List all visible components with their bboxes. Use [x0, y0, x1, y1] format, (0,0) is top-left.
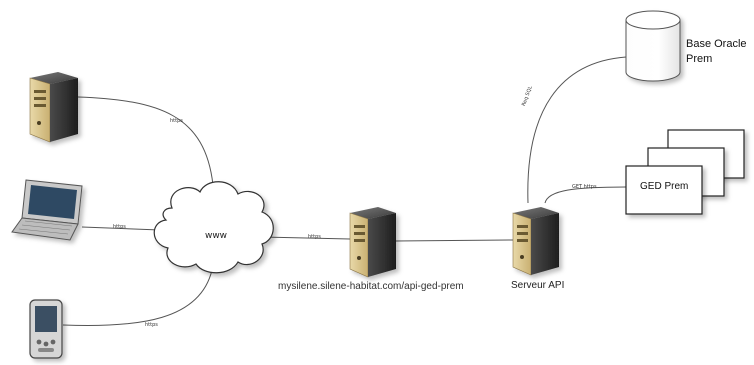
connections: [62, 56, 627, 327]
server-icon: [29, 72, 78, 143]
api-server-label: Serveur API: [511, 280, 565, 291]
link-proxy-api: [394, 239, 514, 242]
link-label-server: https: [170, 118, 183, 124]
database-icon: [625, 10, 681, 82]
link-laptop-cloud: [81, 226, 161, 231]
ged-label: GED Prem: [640, 181, 689, 192]
database-label-line1: Base Oracle: [686, 38, 747, 50]
document-stack-icon: [625, 129, 745, 215]
server-icon: [349, 207, 396, 278]
link-mobile-cloud: [62, 269, 213, 327]
link-label-get: GET https: [572, 184, 597, 190]
server-icon: [512, 207, 559, 276]
cloud-icon: [153, 181, 274, 274]
link-label-proxy: https: [308, 234, 321, 240]
link-cloud-proxy: [261, 236, 351, 240]
cloud-label: www: [205, 231, 227, 241]
mobile-phone-icon: [29, 299, 63, 359]
proxy-server-label: mysilene.silene-habitat.com/api-ged-prem: [278, 281, 464, 292]
database-label-line2: Prem: [686, 53, 713, 65]
link-api-ged: [544, 186, 627, 204]
link-api-db: [527, 56, 627, 204]
link-label-mobile: https: [145, 322, 158, 328]
link-server-cloud: [77, 96, 214, 186]
link-label-laptop: https: [113, 224, 126, 230]
laptop-icon: [11, 179, 83, 241]
